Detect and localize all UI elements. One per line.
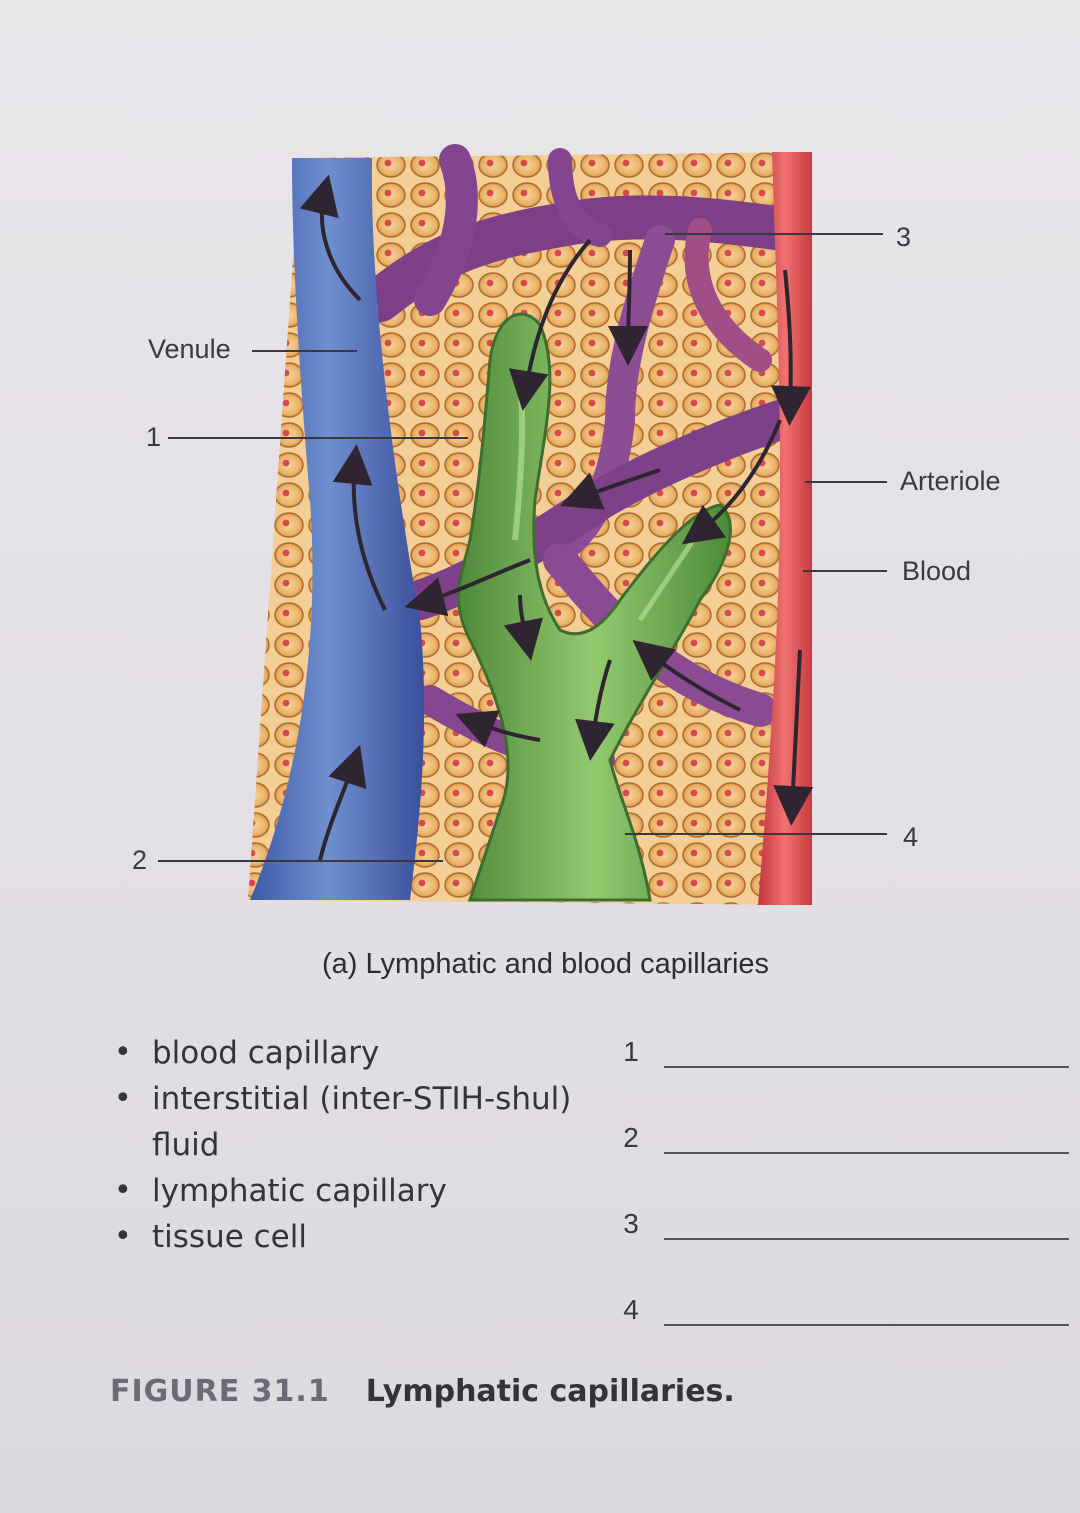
label-venule: Venule bbox=[148, 334, 231, 364]
term-item: blood capillary bbox=[112, 1030, 612, 1076]
diagram-caption: (a) Lymphatic and blood capillaries bbox=[322, 948, 770, 980]
figure-caption: FIGURE 31.1 Lymphatic capillaries. bbox=[110, 1374, 735, 1409]
leader-venule bbox=[252, 350, 357, 352]
label-1: 1 bbox=[146, 422, 162, 452]
flow-arrows bbox=[299, 174, 814, 861]
leader-4 bbox=[625, 833, 887, 835]
answer-number: 4 bbox=[623, 1294, 639, 1325]
term-list: blood capillary interstitial (inter-STIH… bbox=[112, 1030, 612, 1260]
leader-3 bbox=[665, 233, 883, 235]
label-arteriole: Arteriole bbox=[900, 466, 1001, 496]
answer-number: 3 bbox=[623, 1208, 639, 1239]
capillary-illustration bbox=[248, 144, 814, 905]
answer-line-2[interactable] bbox=[664, 1152, 1069, 1154]
label-4: 4 bbox=[903, 822, 919, 852]
term-item: tissue cell bbox=[112, 1214, 612, 1260]
term-item: interstitial (inter-STIH-shul) fluid bbox=[112, 1076, 572, 1168]
answer-line-3[interactable] bbox=[664, 1238, 1069, 1240]
figure-title: Lymphatic capillaries. bbox=[365, 1374, 735, 1409]
leader-2 bbox=[158, 860, 443, 862]
leader-1 bbox=[168, 437, 468, 439]
answer-line-4[interactable] bbox=[664, 1324, 1069, 1326]
figure-number: FIGURE 31.1 bbox=[110, 1374, 330, 1409]
answer-number: 1 bbox=[623, 1036, 639, 1067]
label-2: 2 bbox=[132, 845, 148, 875]
label-3: 3 bbox=[896, 222, 912, 252]
leader-blood bbox=[803, 570, 887, 572]
label-blood: Blood bbox=[902, 556, 972, 586]
answer-number: 2 bbox=[623, 1122, 639, 1153]
answer-line-1[interactable] bbox=[664, 1066, 1069, 1068]
venule-vessel bbox=[250, 158, 425, 900]
leader-arteriole bbox=[805, 481, 887, 483]
term-item: lymphatic capillary bbox=[112, 1168, 612, 1214]
